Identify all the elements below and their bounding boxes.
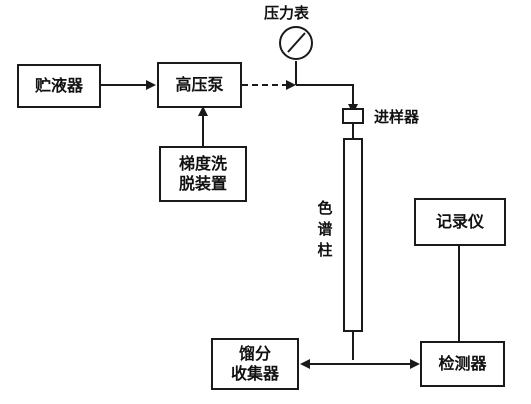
collector-label: 馏分 收集器 — [230, 344, 279, 383]
reservoir-to-pump-arrowhead — [146, 80, 156, 90]
gradient-label: 梯度洗 脱装置 — [178, 154, 227, 193]
recorder-box: 记录仪 — [414, 198, 506, 246]
injector-block — [342, 108, 364, 124]
column-label: 色谱柱 — [317, 199, 333, 259]
gauge-needle — [287, 32, 306, 53]
pump-label: 高压泵 — [175, 75, 224, 94]
gradient-box: 梯度洗 脱装置 — [159, 146, 247, 202]
column-tube — [343, 138, 363, 332]
gauge-to-injector-line — [296, 84, 354, 110]
reservoir-label: 贮液器 — [34, 76, 83, 95]
detector-box: 检测器 — [420, 341, 505, 387]
pump-box: 高压泵 — [157, 62, 242, 108]
junction-to-collector-arrowhead — [300, 359, 310, 369]
gradient-to-pump-arrowhead — [198, 106, 208, 116]
junction-to-detector-arrowhead — [410, 359, 420, 369]
gauge-label: 压力表 — [264, 4, 310, 22]
detector-label: 检测器 — [438, 354, 487, 373]
recorder-label: 记录仪 — [435, 212, 484, 231]
injector-label: 进样器 — [374, 108, 420, 126]
collector-box: 馏分 收集器 — [211, 338, 299, 390]
pump-to-gauge-arrowhead — [286, 80, 296, 90]
reservoir-box: 贮液器 — [17, 64, 101, 108]
